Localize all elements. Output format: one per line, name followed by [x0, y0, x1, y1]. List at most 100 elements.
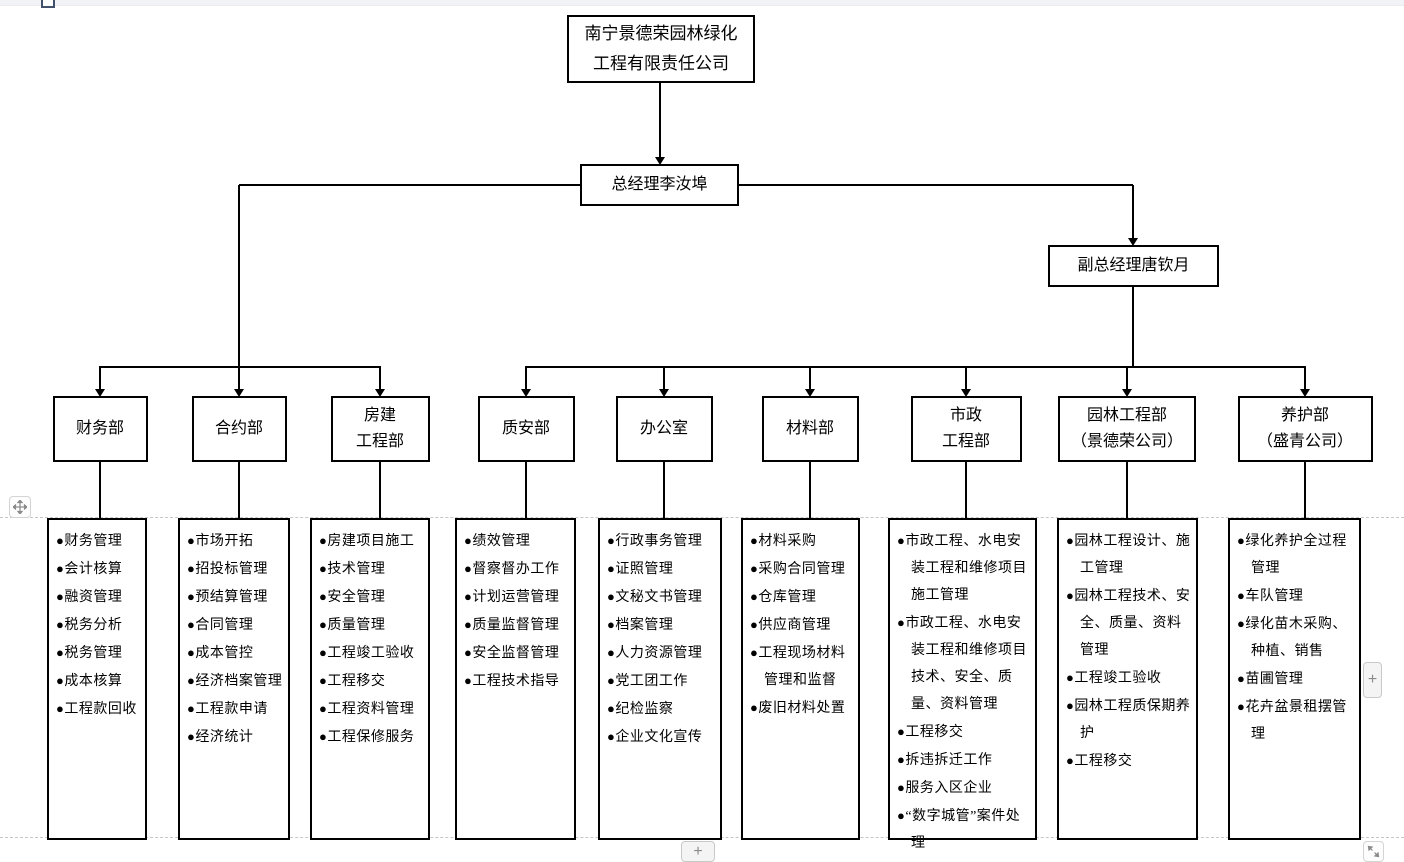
duty-item: ●园林工程设计、施工管理: [1066, 527, 1193, 582]
dept-box[interactable]: 合约部: [191, 396, 287, 462]
duty-text: 行政事务管理: [615, 534, 703, 549]
org-box-general-manager[interactable]: 总经理李汝埠: [580, 164, 739, 206]
duty-text: 税务分析: [64, 618, 123, 633]
connector-line: [663, 367, 665, 389]
dept-duties-box[interactable]: ●市场开拓●招投标管理●预结算管理●合同管理●成本管控●经济档案管理●工程款申请…: [178, 518, 290, 840]
connector-right-bus: [525, 366, 1306, 368]
dept-name-line: 市政: [949, 407, 982, 424]
duty-item: ●安全管理: [319, 583, 425, 611]
bullet-icon: ●: [319, 533, 328, 548]
duty-item: ●工程移交: [897, 718, 1032, 746]
bullet-icon: ●: [607, 645, 616, 660]
duty-text: 绿化养护全过程管理: [1245, 534, 1347, 576]
bullet-icon: ●: [607, 617, 616, 632]
bullet-icon: ●: [464, 533, 473, 548]
dept-duties-box[interactable]: ●绩效管理●督察督办工作●计划运营管理●质量监督管理●安全监督管理●工程技术指导: [455, 518, 576, 840]
dept-name-line: 办公室: [639, 420, 688, 437]
dept-duties-box[interactable]: ●行政事务管理●证照管理●文秘文书管理●档案管理●人力资源管理●党工团工作●纪检…: [598, 518, 722, 840]
dept-duties-box[interactable]: ●房建项目施工●技术管理●安全管理●质量管理●工程竣工验收●工程移交●工程资料管…: [310, 518, 430, 840]
resize-corner-button[interactable]: [1363, 841, 1384, 862]
bullet-icon: ●: [56, 533, 65, 548]
duty-text: 绿化苗木采购、种植、销售: [1245, 617, 1347, 659]
bullet-icon: ●: [897, 724, 906, 739]
dept-name-line: 工程部: [941, 433, 990, 450]
move-icon: [13, 500, 27, 514]
dept-box[interactable]: 材料部: [761, 396, 859, 462]
duty-text: 工程现场材料管理和监督: [758, 646, 846, 688]
dept-box[interactable]: 园林工程部（景德荣公司）: [1058, 396, 1196, 462]
duty-item: ●供应商管理: [750, 611, 855, 639]
bullet-icon: ●: [319, 589, 328, 604]
connector-line: [379, 367, 381, 389]
bullet-icon: ●: [56, 645, 65, 660]
zoom-in-right-button[interactable]: +: [1363, 662, 1382, 698]
dept-box[interactable]: 财务部: [52, 396, 148, 462]
arrowhead-down-icon: [1300, 389, 1310, 397]
dept-duties-box[interactable]: ●材料采购●采购合同管理●仓库管理●供应商管理●工程现场材料管理和监督●废旧材料…: [741, 518, 860, 840]
duty-text: 成本核算: [64, 674, 123, 689]
duty-text: 采购合同管理: [758, 562, 846, 577]
duty-item: ●采购合同管理: [750, 555, 855, 583]
dept-name-line: 工程部: [355, 433, 404, 450]
duty-text: 工程竣工验收: [1074, 671, 1162, 686]
dept-duties-box[interactable]: ●绿化养护全过程管理●车队管理●绿化苗木采购、种植、销售●苗圃管理●花卉盆景租摆…: [1228, 518, 1361, 840]
general-manager-label: 总经理李汝埠: [611, 176, 708, 193]
duty-text: 绩效管理: [472, 534, 531, 549]
duty-item: ●税务分析: [56, 611, 142, 639]
bullet-icon: ●: [750, 645, 759, 660]
duty-text: 融资管理: [64, 590, 123, 605]
dept-box[interactable]: 房建工程部: [330, 396, 430, 462]
move-shape-button[interactable]: [9, 496, 31, 518]
duty-text: “数字城管”案件处理: [905, 809, 1021, 851]
connector-left-drop: [238, 185, 240, 368]
dept-duties-box[interactable]: ●园林工程设计、施工管理●园林工程技术、安全、质量、资料管理●工程竣工验收●园林…: [1057, 518, 1198, 840]
duty-text: 企业文化宣传: [615, 730, 703, 745]
org-box-company[interactable]: 南宁景德荣园林绿化 工程有限责任公司: [567, 15, 755, 83]
duty-text: 供应商管理: [758, 618, 831, 633]
bullet-icon: ●: [607, 589, 616, 604]
duty-item: ●绿化养护全过程管理: [1237, 527, 1356, 582]
duty-text: 质量监督管理: [472, 618, 560, 633]
bullet-icon: ●: [319, 617, 328, 632]
duty-item: ●文秘文书管理: [607, 583, 717, 611]
bullet-icon: ●: [607, 561, 616, 576]
connector-line: [99, 367, 101, 389]
arrowhead-down-icon: [95, 389, 105, 397]
duty-item: ●市政工程、水电安装工程和维修项目技术、安全、质量、资料管理: [897, 609, 1032, 718]
duty-text: 园林工程质保期养护: [1074, 699, 1191, 741]
duty-item: ●工程款回收: [56, 695, 142, 723]
arrowhead-down-icon: [805, 389, 815, 397]
bullet-icon: ●: [187, 617, 196, 632]
dept-duties-box[interactable]: ●财务管理●会计核算●融资管理●税务分析●税务管理●成本核算●工程款回收: [47, 518, 147, 840]
dept-duties-box[interactable]: ●市政工程、水电安装工程和维修项目施工管理●市政工程、水电安装工程和维修项目技术…: [888, 518, 1037, 851]
bullet-icon: ●: [464, 673, 473, 688]
dept-box[interactable]: 办公室: [615, 396, 713, 462]
zoom-in-bottom-button[interactable]: +: [681, 841, 715, 862]
bullet-icon: ●: [750, 700, 759, 715]
canvas-handle-icon[interactable]: [41, 0, 55, 8]
org-box-deputy-general-manager[interactable]: 副总经理唐钦月: [1048, 245, 1219, 287]
duty-item: ●花卉盆景租摆管理: [1237, 693, 1356, 748]
duty-item: ●预结算管理: [187, 583, 285, 611]
bullet-icon: ●: [1066, 753, 1075, 768]
bullet-icon: ●: [1066, 698, 1075, 713]
duty-item: ●工程移交: [319, 667, 425, 695]
connector-line: [965, 367, 967, 389]
duty-item: ●市场开拓: [187, 527, 285, 555]
dept-box[interactable]: 市政工程部: [910, 396, 1022, 462]
duty-item: ●工程保修服务: [319, 723, 425, 751]
duty-item: ●证照管理: [607, 555, 717, 583]
duty-item: ●苗圃管理: [1237, 665, 1356, 693]
duty-text: 市政工程、水电安装工程和维修项目施工管理: [905, 534, 1027, 603]
duty-text: 工程资料管理: [327, 702, 415, 717]
connector-dept-to-list: [379, 462, 381, 518]
bullet-icon: ●: [319, 645, 328, 660]
duty-item: ●质量管理: [319, 611, 425, 639]
dept-box[interactable]: 质安部: [477, 396, 575, 462]
diagonal-resize-icon: [1367, 845, 1380, 858]
arrowhead-down-icon: [1128, 238, 1138, 246]
arrowhead-down-icon: [521, 389, 531, 397]
dept-box[interactable]: 养护部（盛青公司）: [1237, 396, 1373, 462]
bullet-icon: ●: [897, 533, 906, 548]
